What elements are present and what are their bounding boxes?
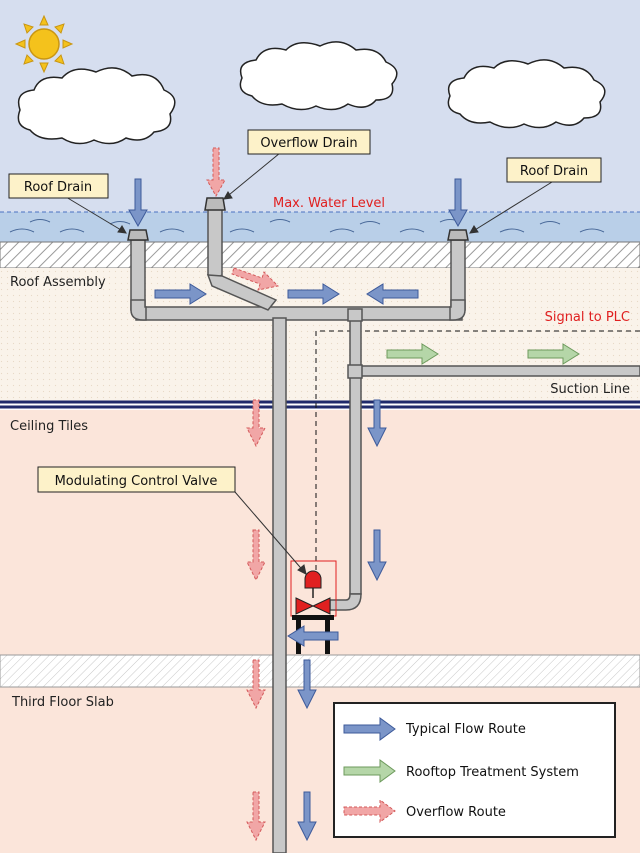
callout-roof-drain-right: Roof Drain bbox=[506, 157, 602, 183]
piping bbox=[130, 206, 640, 853]
tee-fitting bbox=[347, 308, 363, 322]
suction-line-label: Suction Line bbox=[550, 382, 630, 397]
flow-arrow bbox=[297, 791, 317, 842]
cloud-icon bbox=[17, 67, 176, 145]
legend-rooftop-label: Rooftop Treatment System bbox=[406, 765, 579, 780]
overflow-downcomer bbox=[272, 317, 287, 853]
overflow-arrow bbox=[246, 659, 266, 710]
overflow-arrow bbox=[246, 529, 266, 582]
overflow-arrow bbox=[246, 791, 266, 842]
flow-arrow bbox=[386, 343, 439, 365]
signal-to-plc-label: Signal to PLC bbox=[545, 310, 630, 325]
water-ripples bbox=[9, 219, 605, 233]
flow-arrow bbox=[367, 529, 387, 582]
legend-overflow-label: Overflow Route bbox=[406, 805, 506, 820]
left-elbow bbox=[130, 299, 147, 321]
flow-arrow bbox=[297, 659, 317, 710]
legend-overflow-swatch bbox=[343, 799, 396, 823]
overflow-drain-cap bbox=[204, 197, 226, 211]
flow-arrow bbox=[527, 343, 580, 365]
right-elbow bbox=[449, 299, 466, 321]
cloud-icon bbox=[447, 59, 606, 129]
sun-icon bbox=[14, 14, 74, 74]
typical-flow-arrows bbox=[128, 178, 468, 842]
callout-roof-drain-left: Roof Drain bbox=[8, 173, 109, 199]
overflow-arrow bbox=[206, 147, 226, 198]
overflow-diagonal bbox=[206, 274, 278, 311]
signal-line bbox=[315, 330, 640, 570]
flow-arrow bbox=[154, 283, 207, 305]
legend-typical-swatch bbox=[343, 717, 396, 741]
left-drain-cap bbox=[127, 229, 149, 241]
roof-assembly-label: Roof Assembly bbox=[10, 275, 106, 290]
floor-slab bbox=[0, 654, 640, 688]
callout-text: Roof Drain bbox=[24, 180, 92, 195]
legend-rooftop-swatch bbox=[343, 759, 396, 783]
ponded-water bbox=[0, 212, 640, 242]
suction-line-pipe bbox=[360, 365, 640, 377]
primary-downcomer bbox=[349, 317, 362, 595]
third-floor-slab-label: Third Floor Slab bbox=[11, 695, 114, 710]
horizontal-header bbox=[135, 306, 463, 321]
rooftop-treatment-arrows bbox=[386, 343, 580, 365]
callout-text: Overflow Drain bbox=[260, 136, 357, 151]
tee-fitting bbox=[347, 364, 363, 379]
flow-arrow bbox=[128, 178, 148, 228]
actuator-icon bbox=[304, 570, 322, 598]
overflow-route-arrows bbox=[206, 147, 280, 842]
flow-arrow bbox=[448, 178, 468, 228]
flow-arrow bbox=[287, 625, 339, 647]
overflow-riser bbox=[207, 206, 223, 281]
roof-deck bbox=[0, 241, 640, 269]
flow-arrow bbox=[366, 283, 419, 305]
legend: Typical Flow Route Rooftop Treatment Sys… bbox=[333, 702, 616, 838]
drain-caps bbox=[127, 197, 469, 241]
legend-typical-label: Typical Flow Route bbox=[405, 722, 526, 737]
flow-arrow bbox=[367, 399, 387, 448]
cloud-icon bbox=[239, 41, 398, 111]
callout-overflow-drain: Overflow Drain bbox=[247, 129, 371, 155]
callout-text: Roof Drain bbox=[520, 164, 588, 179]
ceiling-tiles-label: Ceiling Tiles bbox=[10, 419, 88, 434]
control-valve-icon bbox=[295, 597, 331, 615]
overflow-arrow bbox=[246, 399, 266, 448]
overflow-arrow bbox=[231, 267, 280, 291]
right-drain-cap bbox=[447, 229, 469, 241]
callout-modulating-control-valve: Modulating Control Valve bbox=[37, 466, 236, 493]
leader-lines bbox=[65, 152, 553, 575]
flow-arrow bbox=[287, 283, 340, 305]
callout-text: Modulating Control Valve bbox=[55, 474, 218, 489]
max-water-level-label: Max. Water Level bbox=[273, 196, 385, 211]
